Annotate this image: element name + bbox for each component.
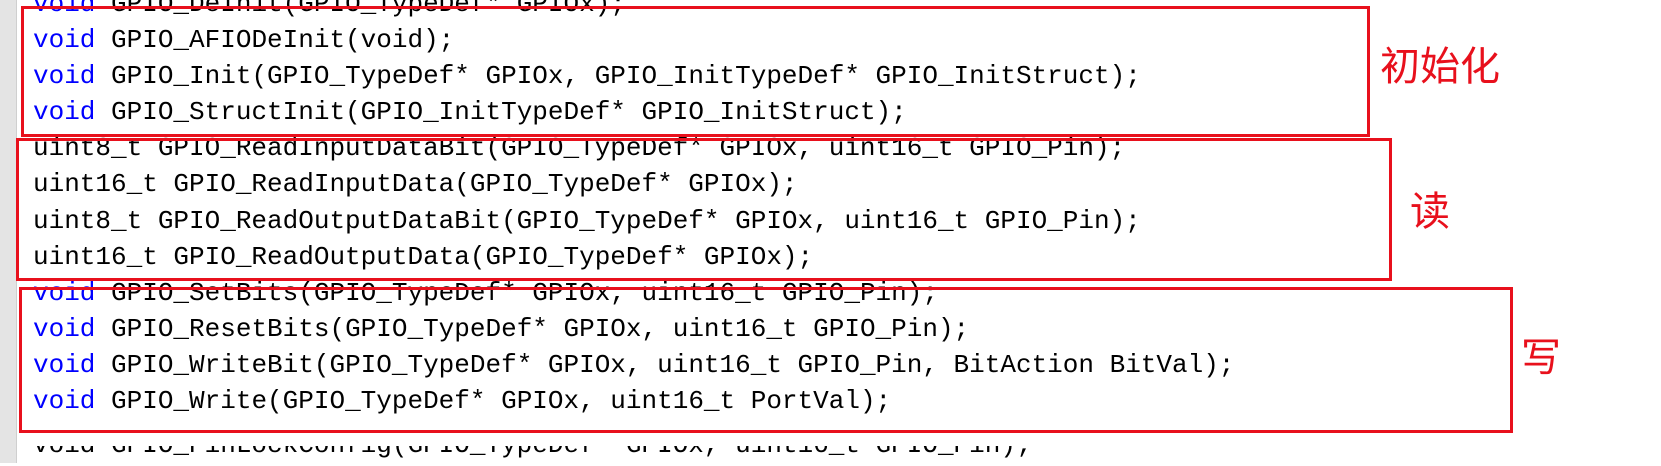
code-keyword: void — [33, 61, 96, 92]
code-text: GPIO_SetBits(GPIO_TypeDef* GPIOx, uint16… — [95, 277, 938, 308]
code-line: void GPIO_AFIODeInit(void); — [33, 22, 1234, 58]
code-text: uint16_t GPIO_ReadInputData(GPIO_TypeDef… — [33, 169, 798, 200]
partial-code-line: void GPIO_PinLockConfig(GPIO_TypeDef* GP… — [33, 446, 1223, 466]
code-text: uint8_t GPIO_ReadOutputDataBit(GPIO_Type… — [33, 205, 1141, 236]
code-line: uint16_t GPIO_ReadOutputData(GPIO_TypeDe… — [33, 239, 1234, 275]
write-group-box — [19, 287, 1513, 433]
code-line: void GPIO_DeInit(GPIO_TypeDef* GPIOx); — [33, 0, 1234, 22]
code-text: GPIO_WriteBit(GPIO_TypeDef* GPIOx, uint1… — [95, 349, 1235, 380]
write-annotation-label: 写 — [1521, 335, 1561, 381]
read-group-box — [16, 138, 1392, 281]
read-annotation-label: 读 — [1410, 189, 1450, 235]
code-line: uint16_t GPIO_ReadInputData(GPIO_TypeDef… — [33, 166, 1234, 202]
code-keyword: void — [33, 97, 96, 128]
init-annotation-label: 初始化 — [1380, 44, 1500, 90]
code-text: GPIO_DeInit(GPIO_TypeDef* GPIOx); — [95, 0, 626, 19]
code-keyword: void — [33, 313, 96, 344]
code-keyword: void — [33, 277, 96, 308]
code-text: GPIO_Write(GPIO_TypeDef* GPIOx, uint16_t… — [95, 386, 892, 417]
editor-gutter — [0, 0, 17, 463]
code-line: void GPIO_ResetBits(GPIO_TypeDef* GPIOx,… — [33, 311, 1234, 347]
code-text: GPIO_StructInit(GPIO_InitTypeDef* GPIO_I… — [95, 97, 907, 128]
code-keyword: void — [33, 349, 96, 380]
code-text: uint16_t GPIO_ReadOutputData(GPIO_TypeDe… — [33, 241, 814, 272]
code-text: GPIO_AFIODeInit(void); — [95, 25, 455, 56]
init-group-box — [21, 6, 1370, 137]
code-line: void GPIO_SetBits(GPIO_TypeDef* GPIOx, u… — [33, 275, 1234, 311]
code-line: void GPIO_Init(GPIO_TypeDef* GPIOx, GPIO… — [33, 58, 1234, 94]
code-line: uint8_t GPIO_ReadOutputDataBit(GPIO_Type… — [33, 203, 1234, 239]
partial-code-text: void GPIO_PinLockConfig(GPIO_TypeDef* GP… — [33, 446, 1032, 463]
code-text: GPIO_Init(GPIO_TypeDef* GPIOx, GPIO_Init… — [95, 61, 1141, 92]
code-text: GPIO_ResetBits(GPIO_TypeDef* GPIOx, uint… — [95, 313, 970, 344]
code-keyword: void — [33, 0, 96, 19]
code-keyword: void — [33, 386, 96, 417]
code-line: void GPIO_StructInit(GPIO_InitTypeDef* G… — [33, 94, 1234, 130]
code-line: void GPIO_Write(GPIO_TypeDef* GPIOx, uin… — [33, 383, 1234, 419]
code-line: void GPIO_WriteBit(GPIO_TypeDef* GPIOx, … — [33, 347, 1234, 383]
code-keyword: void — [33, 25, 96, 56]
code-block: void GPIO_DeInit(GPIO_TypeDef* GPIOx);vo… — [33, 0, 1234, 419]
